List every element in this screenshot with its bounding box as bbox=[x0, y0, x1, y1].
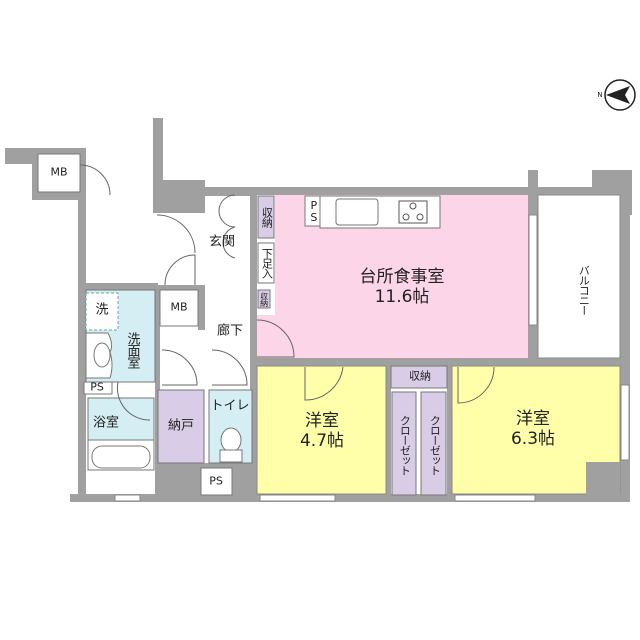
balcony-floor bbox=[537, 194, 621, 359]
closet2 bbox=[420, 391, 447, 496]
closet2-label: クローゼット bbox=[428, 415, 442, 475]
closet1-label: クローゼット bbox=[398, 415, 412, 475]
door-swings bbox=[79, 164, 495, 421]
ps-kitchen-label: PS bbox=[307, 199, 321, 223]
bedroom2-name: 洋室 bbox=[516, 409, 550, 430]
bedroom1-floor bbox=[256, 365, 387, 495]
laundry-label: 洗 bbox=[95, 302, 109, 318]
compass-label: N bbox=[597, 90, 603, 99]
storage-mid bbox=[390, 365, 448, 389]
bedroom1-name: 洋室 bbox=[305, 411, 339, 432]
north-arrow-icon bbox=[604, 79, 636, 111]
bathtub-icon bbox=[91, 445, 151, 469]
stove-icon bbox=[398, 200, 428, 224]
ps-wash-label: PS bbox=[90, 380, 104, 394]
ldk-name: 台所食事室 bbox=[359, 267, 445, 288]
washer-space bbox=[85, 292, 119, 331]
sink-icon bbox=[335, 198, 379, 226]
closet-room-label: 納戸 bbox=[167, 418, 195, 434]
ps-toilet-label: PS bbox=[209, 474, 223, 488]
closet-room-floor bbox=[157, 389, 205, 464]
ldk-size: 11.6帖 bbox=[374, 287, 430, 308]
mb-outside-label: MB bbox=[50, 165, 68, 179]
closet1 bbox=[391, 391, 417, 496]
mb-inside-label: MB bbox=[170, 300, 188, 314]
storage-small-label: 収納 bbox=[259, 292, 269, 306]
basin-icon bbox=[93, 342, 111, 368]
entrance-label: 玄関 bbox=[208, 234, 236, 250]
toilet-icon bbox=[220, 427, 242, 453]
shoe-box-label: 下足入 bbox=[260, 248, 274, 278]
toilet-label: トイレ bbox=[210, 398, 250, 414]
storage-entrance-label: 収納 bbox=[260, 207, 274, 227]
balcony-label: バルコニー bbox=[577, 265, 591, 315]
storage-mid-label: 収納 bbox=[409, 369, 431, 383]
bedroom1-size: 4.7帖 bbox=[299, 431, 345, 452]
bathroom-label: 浴室 bbox=[92, 415, 120, 431]
bedroom2-size: 6.3帖 bbox=[510, 429, 556, 450]
washroom-label: 洗面室 bbox=[124, 332, 140, 368]
hallway-label: 廊下 bbox=[216, 323, 244, 339]
windows bbox=[114, 214, 630, 502]
